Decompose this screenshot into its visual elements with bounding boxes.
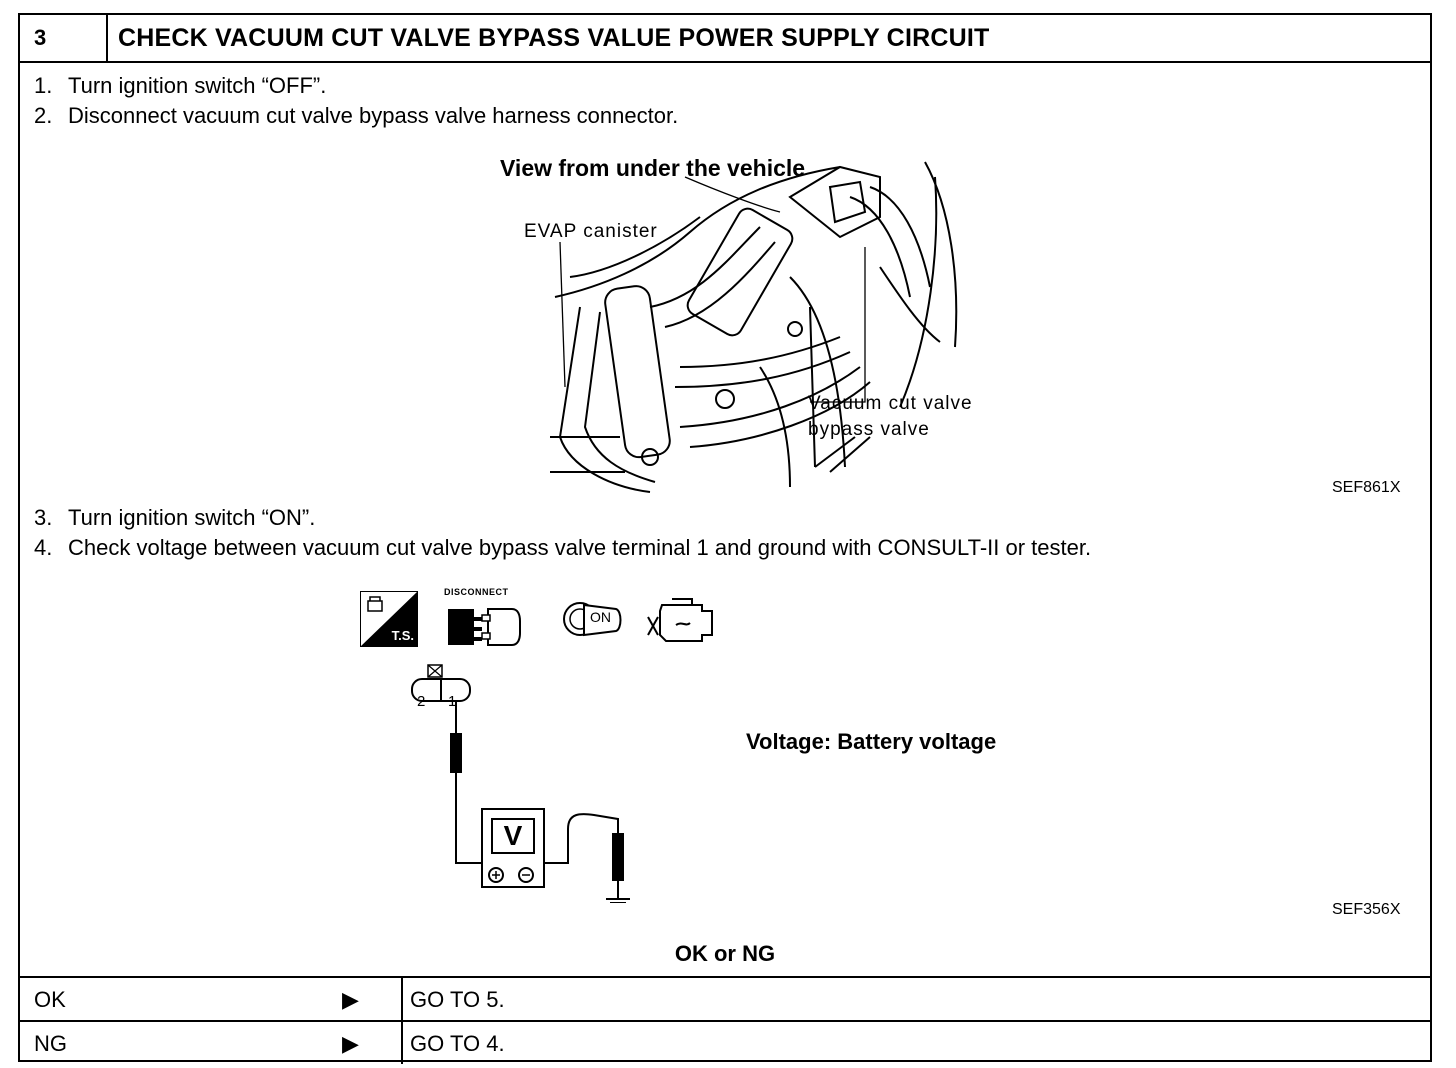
arrow-icon: ▶ [342,987,359,1012]
engine-drawing [550,161,958,493]
procedure-table: 3 CHECK VACUUM CUT VALVE BYPASS VALUE PO… [18,13,1432,1064]
instruction-number: 2. [34,103,53,128]
instruction-2: 2. Disconnect vacuum cut valve bypass val… [34,103,678,129]
column-divider [401,978,403,1020]
instruction-text: Turn ignition switch “ON”. [68,505,316,530]
instruction-text: Turn ignition switch “OFF”. [68,73,327,98]
disconnect-label: DISCONNECT [444,587,509,597]
result-row-ok: OK ▶ GO TO 5. [20,976,1430,1020]
label-evap-canister: EVAP canister [524,221,658,242]
ignition-key-icon: ON [560,591,624,647]
engine-icon [646,591,720,647]
result-row-ng: NG ▶ GO TO 4. [20,1020,1430,1064]
arrow-icon: ▶ [342,1031,359,1056]
instruction-1: 1. Turn ignition switch “OFF”. [34,73,326,99]
instruction-text: Disconnect vacuum cut valve bypass valve… [68,103,679,128]
pin-1-label: 1 [448,693,457,710]
figure-title: View from under the vehicle [500,155,806,181]
instruction-3: 3. Turn ignition switch “ON”. [34,505,315,531]
label-valve-line2: bypass valve [808,419,930,440]
instruction-text: Check voltage between vacuum cut valve b… [68,535,1092,560]
ts-label: T.S. [391,628,414,643]
voltmeter-label: V [503,820,523,851]
result-condition: NG [34,1031,67,1056]
on-label: ON [590,609,611,625]
step-header: 3 CHECK VACUUM CUT VALVE BYPASS VALUE PO… [20,15,1430,63]
result-action: GO TO 4. [410,1031,505,1056]
step-title: CHECK VACUUM CUT VALVE BYPASS VALUE POWE… [118,24,990,52]
result-action: GO TO 5. [410,987,505,1012]
result-condition: OK [34,987,66,1012]
instruction-4: 4. Check voltage between vacuum cut valve… [34,535,1091,561]
instruction-number: 3. [34,505,53,530]
instruction-number: 4. [34,535,53,560]
voltage-spec: Voltage: Battery voltage [746,729,997,754]
label-valve-line1: Vacuum cut valve [808,393,973,414]
instruction-number: 1. [34,73,53,98]
vehicle-underside-illustration: View from under the vehicle EVAP caniste… [460,137,980,497]
procedure-icons: T.S. DISCONNECT ON [360,587,720,651]
decision-question: OK or NG [674,941,776,966]
step-number: 3 [20,15,108,61]
figure-ref-1: SEF861X [1332,479,1401,496]
tool-icon: T.S. [360,591,418,647]
circuit-diagram: 2 1 V [404,663,654,904]
pin-2-label: 2 [417,693,426,710]
disconnect-icon: DISCONNECT [444,587,524,651]
column-divider [401,1022,403,1064]
figure-ref-2: SEF356X [1332,901,1401,918]
